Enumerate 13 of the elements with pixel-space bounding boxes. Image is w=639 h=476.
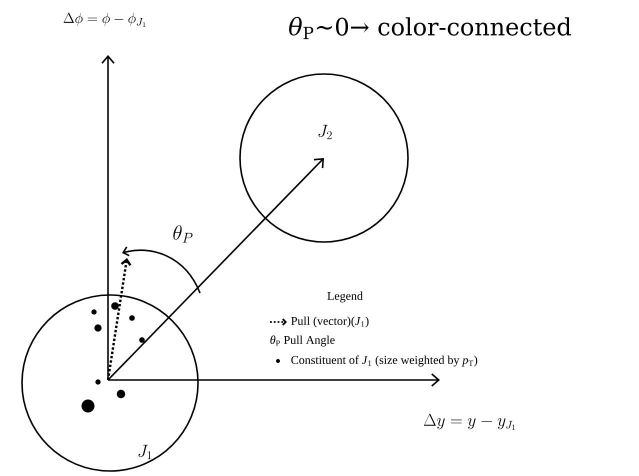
formula: $\Delta\phi = \phi - \phi_{J_1}$ <box>64 12 146 28</box>
jet-label: $J_1$ <box>138 444 152 460</box>
jet-circle <box>239 73 409 243</box>
legend-entry: θ$_{P}$ Pull Angle <box>270 336 335 346</box>
heading: θ$_{P}$∼0→ color-connected <box>289 16 572 40</box>
jet-axis-arrow <box>107 158 324 381</box>
formula: $\Delta y = y - y_{J_1}$ <box>424 414 516 430</box>
legend-entry: Constituent of J$_{1}$ (size weighted by p$_{T}$) <box>291 356 478 366</box>
legend-entry: Pull (vector)(J$_{1}$) <box>291 316 369 328</box>
jet-circle <box>21 294 199 472</box>
jet-label: $J_2$ <box>318 124 332 140</box>
legend-title: Legend <box>327 292 363 302</box>
angle-label: $\theta_P$ <box>173 225 193 243</box>
